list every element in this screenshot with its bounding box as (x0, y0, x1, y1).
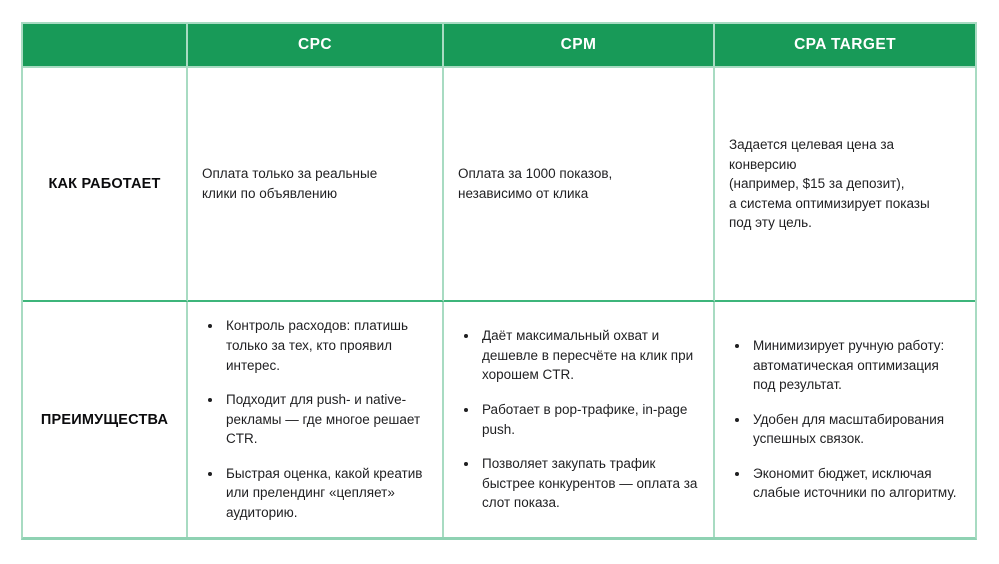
bullet-list-cpa-target: Минимизирует ручную работу: автоматическ… (729, 336, 961, 503)
bullet-item: Работает в pop-трафике, in-page push. (479, 400, 699, 439)
cell-how-cpm: Оплата за 1000 показов, независимо от кл… (444, 68, 715, 302)
comparison-table: CPC CPM CPA TARGET КАК РАБОТАЕТ Оплата т… (21, 22, 977, 540)
bullet-item: Быстрая оценка, какой креатив или прелен… (223, 464, 428, 523)
column-header-cpm: CPM (444, 24, 715, 68)
cell-advantages-cpm: Даёт максимальный охват и дешевле в пере… (444, 302, 715, 537)
bullet-item: Удобен для масштабирования успешных связ… (750, 410, 961, 449)
column-header-empty (23, 24, 188, 68)
cell-how-cpc: Оплата только за реальные клики по объяв… (188, 68, 444, 302)
bullet-item: Экономит бюджет, исключая слабые источни… (750, 464, 961, 503)
cell-advantages-cpc: Контроль расходов: платишь только за тех… (188, 302, 444, 537)
bullet-item: Даёт максимальный охват и дешевле в пере… (479, 326, 699, 385)
column-header-cpa-target: CPA TARGET (715, 24, 975, 68)
cell-advantages-cpa-target: Минимизирует ручную работу: автоматическ… (715, 302, 975, 537)
row-label-how-it-works: КАК РАБОТАЕТ (23, 68, 188, 302)
bullet-item: Минимизирует ручную работу: автоматическ… (750, 336, 961, 395)
cell-how-cpa-target: Задается целевая цена за конверсию (напр… (715, 68, 975, 302)
bullet-list-cpc: Контроль расходов: платишь только за тех… (202, 316, 428, 522)
bullet-item: Контроль расходов: платишь только за тех… (223, 316, 428, 375)
bullet-item: Позволяет закупать трафик быстрее конкур… (479, 454, 699, 513)
bullet-list-cpm: Даёт максимальный охват и дешевле в пере… (458, 326, 699, 513)
row-label-advantages: ПРЕИМУЩЕСТВА (23, 302, 188, 537)
bullet-item: Подходит для push- и native-рекламы — гд… (223, 390, 428, 449)
column-header-cpc: CPC (188, 24, 444, 68)
